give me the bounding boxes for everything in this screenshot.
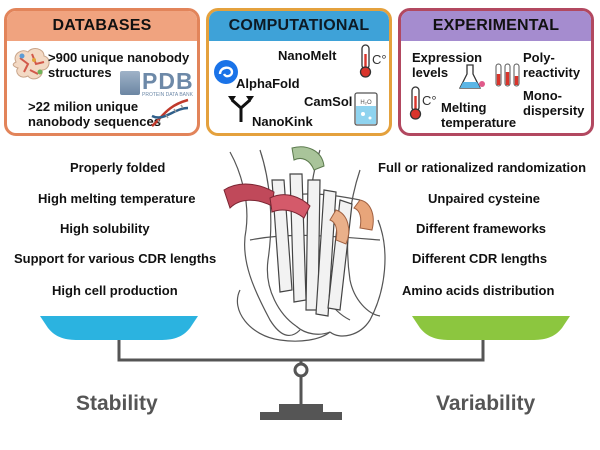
experimental-title: EXPERIMENTAL bbox=[401, 11, 591, 41]
databases-title: DATABASES bbox=[7, 11, 197, 41]
exp-polyreactivity: Poly-reactivity bbox=[523, 50, 581, 80]
exp-monodispersity: Mono-dispersity bbox=[523, 88, 585, 118]
thermometer-icon bbox=[359, 44, 372, 78]
stability-item: High solubility bbox=[60, 221, 150, 236]
stability-caption: Stability bbox=[76, 392, 158, 415]
variability-item: Unpaired cysteine bbox=[428, 191, 540, 206]
variability-item: Different CDR lengths bbox=[412, 251, 548, 266]
exp-melting-temperature: Melting temperature bbox=[441, 100, 517, 130]
computational-title: COMPUTATIONAL bbox=[209, 11, 389, 41]
stability-item: Properly folded bbox=[70, 160, 166, 175]
nanobody-structure-image bbox=[223, 146, 386, 342]
stability-item: High melting temperature bbox=[38, 191, 196, 206]
computational-thermo-unit: C° bbox=[372, 52, 387, 67]
db-structures-text: >900 unique nanobody structures bbox=[48, 50, 190, 80]
experimental-thermo-unit: C° bbox=[422, 93, 437, 108]
variability-caption: Variability bbox=[436, 392, 536, 415]
stability-pan bbox=[40, 316, 198, 340]
test-tubes-icon bbox=[495, 63, 520, 87]
variability-item: Amino acids distribution bbox=[402, 283, 555, 298]
stability-item: Support for various CDR lengths bbox=[14, 251, 217, 266]
variability-pan bbox=[412, 316, 570, 340]
variability-item: Full or rationalized randomization bbox=[378, 160, 587, 175]
protein-structure-icon bbox=[12, 48, 50, 80]
melting-thermometer-icon bbox=[409, 86, 422, 120]
scale-base-top bbox=[279, 404, 323, 412]
alphafold-logo-icon bbox=[214, 60, 238, 84]
scale-base-bottom bbox=[260, 412, 342, 420]
svg-text:H₂O: H₂O bbox=[360, 100, 372, 106]
pdb-logo-subtext: PROTEIN DATA BANK bbox=[142, 92, 193, 98]
dna-icon bbox=[151, 98, 189, 127]
tool-nanokink: NanoKink bbox=[252, 114, 313, 129]
experimental-panel: EXPERIMENTAL bbox=[398, 8, 594, 136]
solubility-beaker-icon: H₂O bbox=[354, 92, 378, 126]
scale-pivot bbox=[293, 362, 309, 378]
tool-alphafold: AlphaFold bbox=[236, 76, 300, 91]
variability-item: Different frameworks bbox=[416, 221, 547, 236]
pdb-logo: PDB PROTEIN DATA BANK bbox=[120, 68, 194, 98]
balance-scale bbox=[40, 316, 570, 420]
pdb-logo-text: PDB bbox=[142, 68, 194, 94]
flask-icon bbox=[458, 64, 485, 89]
kink-arrows-icon bbox=[228, 96, 254, 122]
exp-expression-levels: Expression levels bbox=[412, 50, 483, 80]
db-sequences-text: >22 milion unique nanobody sequences bbox=[28, 99, 161, 129]
stability-item: High cell production bbox=[52, 283, 178, 298]
tool-nanomelt: NanoMelt bbox=[278, 48, 337, 63]
tool-camsol: CamSol bbox=[304, 94, 353, 109]
